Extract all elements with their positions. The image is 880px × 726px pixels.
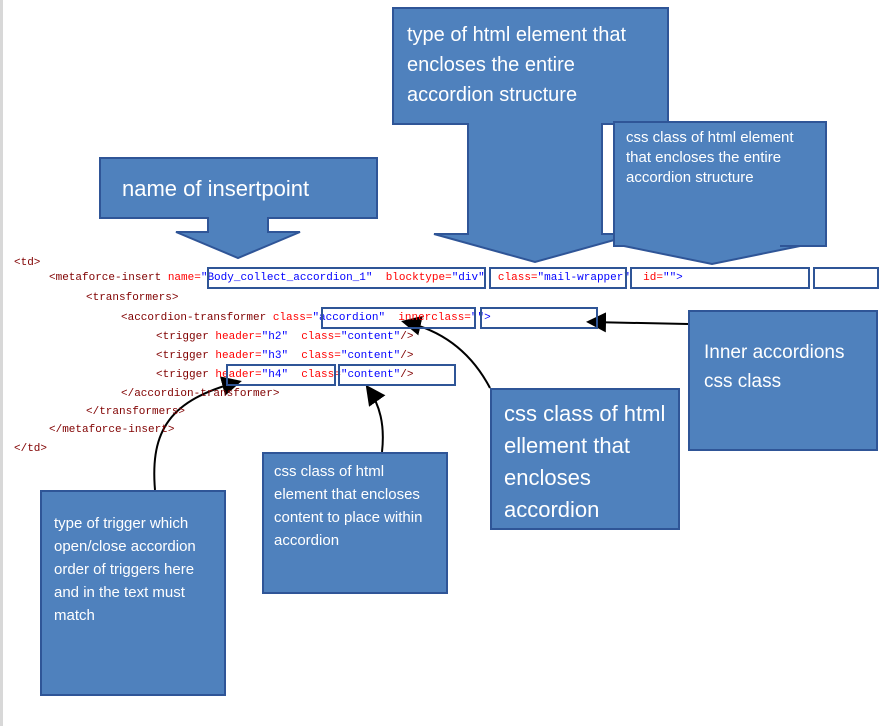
selfclose-2: /> [400, 350, 414, 362]
highlight-accordion-class [321, 307, 476, 329]
header-value-h2: "h2" [261, 331, 289, 343]
blocktype-attr: blocktype= [385, 272, 452, 284]
class-attr: class= [497, 272, 538, 284]
insertpoint-label: name of insertpoint [110, 166, 370, 216]
highlight-class [630, 267, 810, 289]
accordion-tag: <accordion-transformer [121, 312, 267, 324]
accordion-class-value: "accordion" [312, 312, 386, 324]
insertpoint-down-arrow [99, 157, 378, 260]
wrapper-class-down-arrow [613, 121, 827, 266]
highlight-header-h4 [226, 364, 336, 386]
code-line-transformers-close: </transformers> [86, 405, 185, 419]
code-line-insert-close: </metaforce-insert> [49, 423, 174, 437]
trigger-tag-2: <trigger [156, 350, 209, 362]
content-value-2: "content" [340, 350, 401, 362]
header-value-h3: "h3" [261, 350, 289, 362]
code-line-transformers-open: <transformers> [86, 291, 178, 305]
id-value: ""> [662, 272, 683, 284]
trigger-type-callout: type of trigger which open/close accordi… [40, 490, 226, 696]
trigger-class-attr-3: class= [301, 369, 341, 381]
accordion-close-tag: </accordion-transformer> [121, 388, 280, 400]
trigger-type-text: type of trigger which open/close accordi… [54, 515, 196, 624]
selfclose-3: /> [400, 369, 414, 381]
highlight-name [207, 267, 486, 289]
highlight-content-class [338, 364, 456, 386]
trigger-class-attr-2: class= [301, 350, 341, 362]
wrapper-class-label: css class of html element that encloses … [618, 124, 822, 234]
code-line-trigger-h2: <trigger header="h2" class="content"/> [156, 330, 413, 344]
trigger-type-curve [153, 376, 242, 491]
selfclose-1: /> [400, 331, 414, 343]
code-line-trigger-h4: <trigger header="h4" class="content"/> [156, 368, 413, 382]
element-type-label: type of html element that encloses the e… [395, 10, 666, 120]
insert-close-tag: </metaforce-insert> [49, 424, 175, 436]
highlight-id [813, 267, 879, 289]
accordion-class-curve [401, 315, 491, 389]
accordion-class-callout: css class of html ellement that encloses… [490, 388, 680, 530]
insertpoint-text: name of insertpoint [122, 176, 310, 201]
class-value: "mail-wrapper" [537, 272, 630, 284]
content-value-1: "content" [340, 331, 401, 343]
code-line-accordion-close: </accordion-transformer> [121, 387, 279, 401]
highlight-innerclass [480, 307, 598, 329]
trigger-tag-3: <trigger [156, 369, 209, 381]
content-class-text: css class of html element that encloses … [274, 463, 423, 549]
accordion-class-attr: class= [272, 312, 313, 324]
trigger-tag-1: <trigger [156, 331, 209, 343]
inner-class-callout: Inner accordions css class [688, 310, 878, 451]
insert-tag: <metaforce-insert [49, 272, 162, 284]
transformers-open-tag: <transformers> [86, 292, 179, 304]
header-value-h4: "h4" [261, 369, 289, 381]
code-line-td-open: <td> [14, 256, 40, 270]
highlight-blocktype [489, 267, 627, 289]
code-line-insert: <metaforce-insert name="Body_collect_acc… [49, 271, 683, 285]
name-attr: name= [167, 272, 201, 284]
td-open-tag: <td> [14, 257, 41, 269]
id-attr: id= [643, 272, 663, 284]
name-value: "Body_collect_accordion_1" [200, 272, 373, 284]
innerclass-attr: innerclass= [398, 312, 471, 324]
accordion-class-text: css class of html ellement that encloses… [504, 401, 666, 522]
code-line-accordion: <accordion-transformer class="accordion"… [121, 311, 491, 325]
inner-class-arrow [586, 312, 689, 333]
element-type-down-arrow [392, 7, 669, 264]
content-value-3: "content" [340, 369, 401, 381]
td-close-tag: </td> [14, 443, 48, 455]
code-line-trigger-h3: <trigger header="h3" class="content"/> [156, 349, 413, 363]
page-edge [0, 0, 3, 726]
content-class-callout: css class of html element that encloses … [262, 452, 448, 594]
trigger-class-attr-1: class= [301, 331, 341, 343]
header-attr-2: header= [215, 350, 262, 362]
inner-class-text: Inner accordions css class [704, 342, 845, 392]
wrapper-class-text: css class of html element that encloses … [626, 129, 794, 186]
blocktype-value: "div" [451, 272, 485, 284]
content-class-curve [365, 384, 386, 453]
code-line-td-close: </td> [14, 442, 47, 456]
element-type-text: type of html element that encloses the e… [407, 24, 627, 106]
transformers-close-tag: </transformers> [86, 406, 186, 418]
header-attr-1: header= [215, 331, 262, 343]
